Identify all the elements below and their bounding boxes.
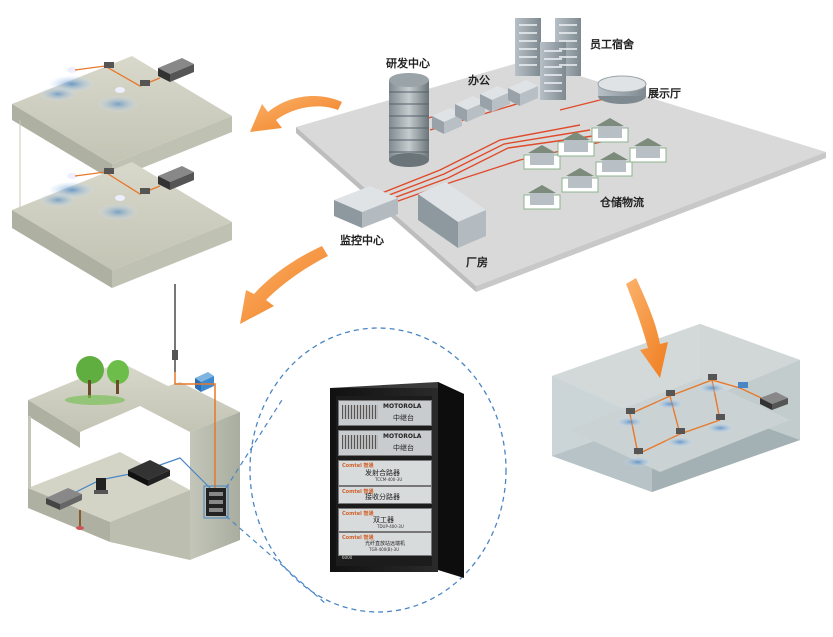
basement-repeater — [128, 460, 170, 486]
showroom-building — [597, 75, 647, 104]
basement-rack-mini — [203, 485, 229, 519]
rack-unit-2-name: 中继台 — [393, 444, 414, 452]
rack-unit-4: Comtel 智通 接收分路器 — [338, 486, 432, 504]
label-warehouse: 仓储物流 — [600, 196, 644, 209]
label-rd-center: 研发中心 — [386, 57, 430, 70]
room-antennas — [616, 374, 734, 467]
trees — [65, 356, 129, 405]
rack-panels: MOTOROLA 中继台 MOTOROLA 中继台 Comtel 智通 发射合路… — [338, 398, 432, 564]
rack-unit-2: MOTOROLA 中继台 — [338, 430, 432, 456]
outdoor-underground-cutaway — [28, 284, 240, 560]
repeater-unit-lower — [158, 166, 194, 190]
factory-building — [418, 182, 486, 248]
arrow-to-room — [626, 278, 668, 378]
repeater-unit-upper — [158, 58, 194, 82]
rack-unit-5: Comtel 智通 双工器 TDUP-400-3U — [338, 508, 432, 532]
rack-unit-1-name: 中继台 — [393, 414, 414, 422]
rack-unit-3-name: 发射合路器 — [365, 469, 400, 477]
arrow-to-floors — [250, 96, 342, 132]
rack-unit-5-name: 双工器 — [373, 516, 394, 524]
indoor-antennas-lower — [40, 166, 194, 220]
label-staff-dorm: 员工宿舍 — [590, 38, 634, 51]
indoor-floors — [12, 56, 232, 288]
rack-footer: 6000 — [342, 555, 353, 560]
rack-unit-4-brand: Comtel 智通 — [342, 489, 374, 495]
rack-unit-6-name: 光纤直放站远端机 — [365, 541, 406, 547]
label-showroom: 展示厅 — [648, 87, 681, 100]
staff-dorm-towers — [515, 18, 581, 100]
campus-plot — [296, 18, 826, 292]
label-monitor-center: 监控中心 — [340, 234, 384, 247]
zoom-connector — [225, 327, 507, 613]
rack-unit-1-brand: MOTOROLA — [383, 403, 422, 410]
rack-unit-4-name: 接收分路器 — [365, 493, 400, 501]
outdoor-antenna-box — [195, 372, 214, 392]
rack-unit-3: Comtel 智通 发射合路器 TCCM-400-3U — [338, 460, 432, 486]
rack-unit-2-brand: MOTOROLA — [383, 433, 422, 440]
label-office: 办公 — [468, 74, 490, 87]
rack-unit-6: Comtel 智通 光纤直放站远端机 TGR-400(B)-3U — [338, 532, 432, 556]
basement-switch — [46, 488, 82, 510]
rack-unit-3-brand: Comtel 智通 — [342, 463, 374, 469]
arrow-to-cutaway — [240, 246, 328, 324]
room-repeater — [738, 382, 788, 410]
rack-unit-3-model: TCCM-400-3U — [375, 477, 403, 482]
indoor-antennas-upper — [40, 58, 194, 112]
basement-terminal — [94, 478, 108, 494]
rack-unit-1: MOTOROLA 中继台 — [338, 400, 432, 426]
office-buildings — [432, 80, 538, 134]
room-cutaway — [552, 324, 800, 492]
label-factory: 厂房 — [466, 256, 488, 269]
rd-center-tower — [389, 73, 429, 167]
rack-unit-6-brand: Comtel 智通 — [342, 535, 374, 541]
warehouse-houses — [523, 118, 667, 210]
flow-arrows — [240, 96, 668, 378]
rack-unit-5-model: TDUP-400-3U — [377, 524, 404, 529]
rack-unit-6-model: TGR-400(B)-3U — [369, 547, 400, 552]
monitor-center-building — [334, 186, 398, 228]
rack-unit-5-brand: Comtel 智通 — [342, 511, 374, 517]
